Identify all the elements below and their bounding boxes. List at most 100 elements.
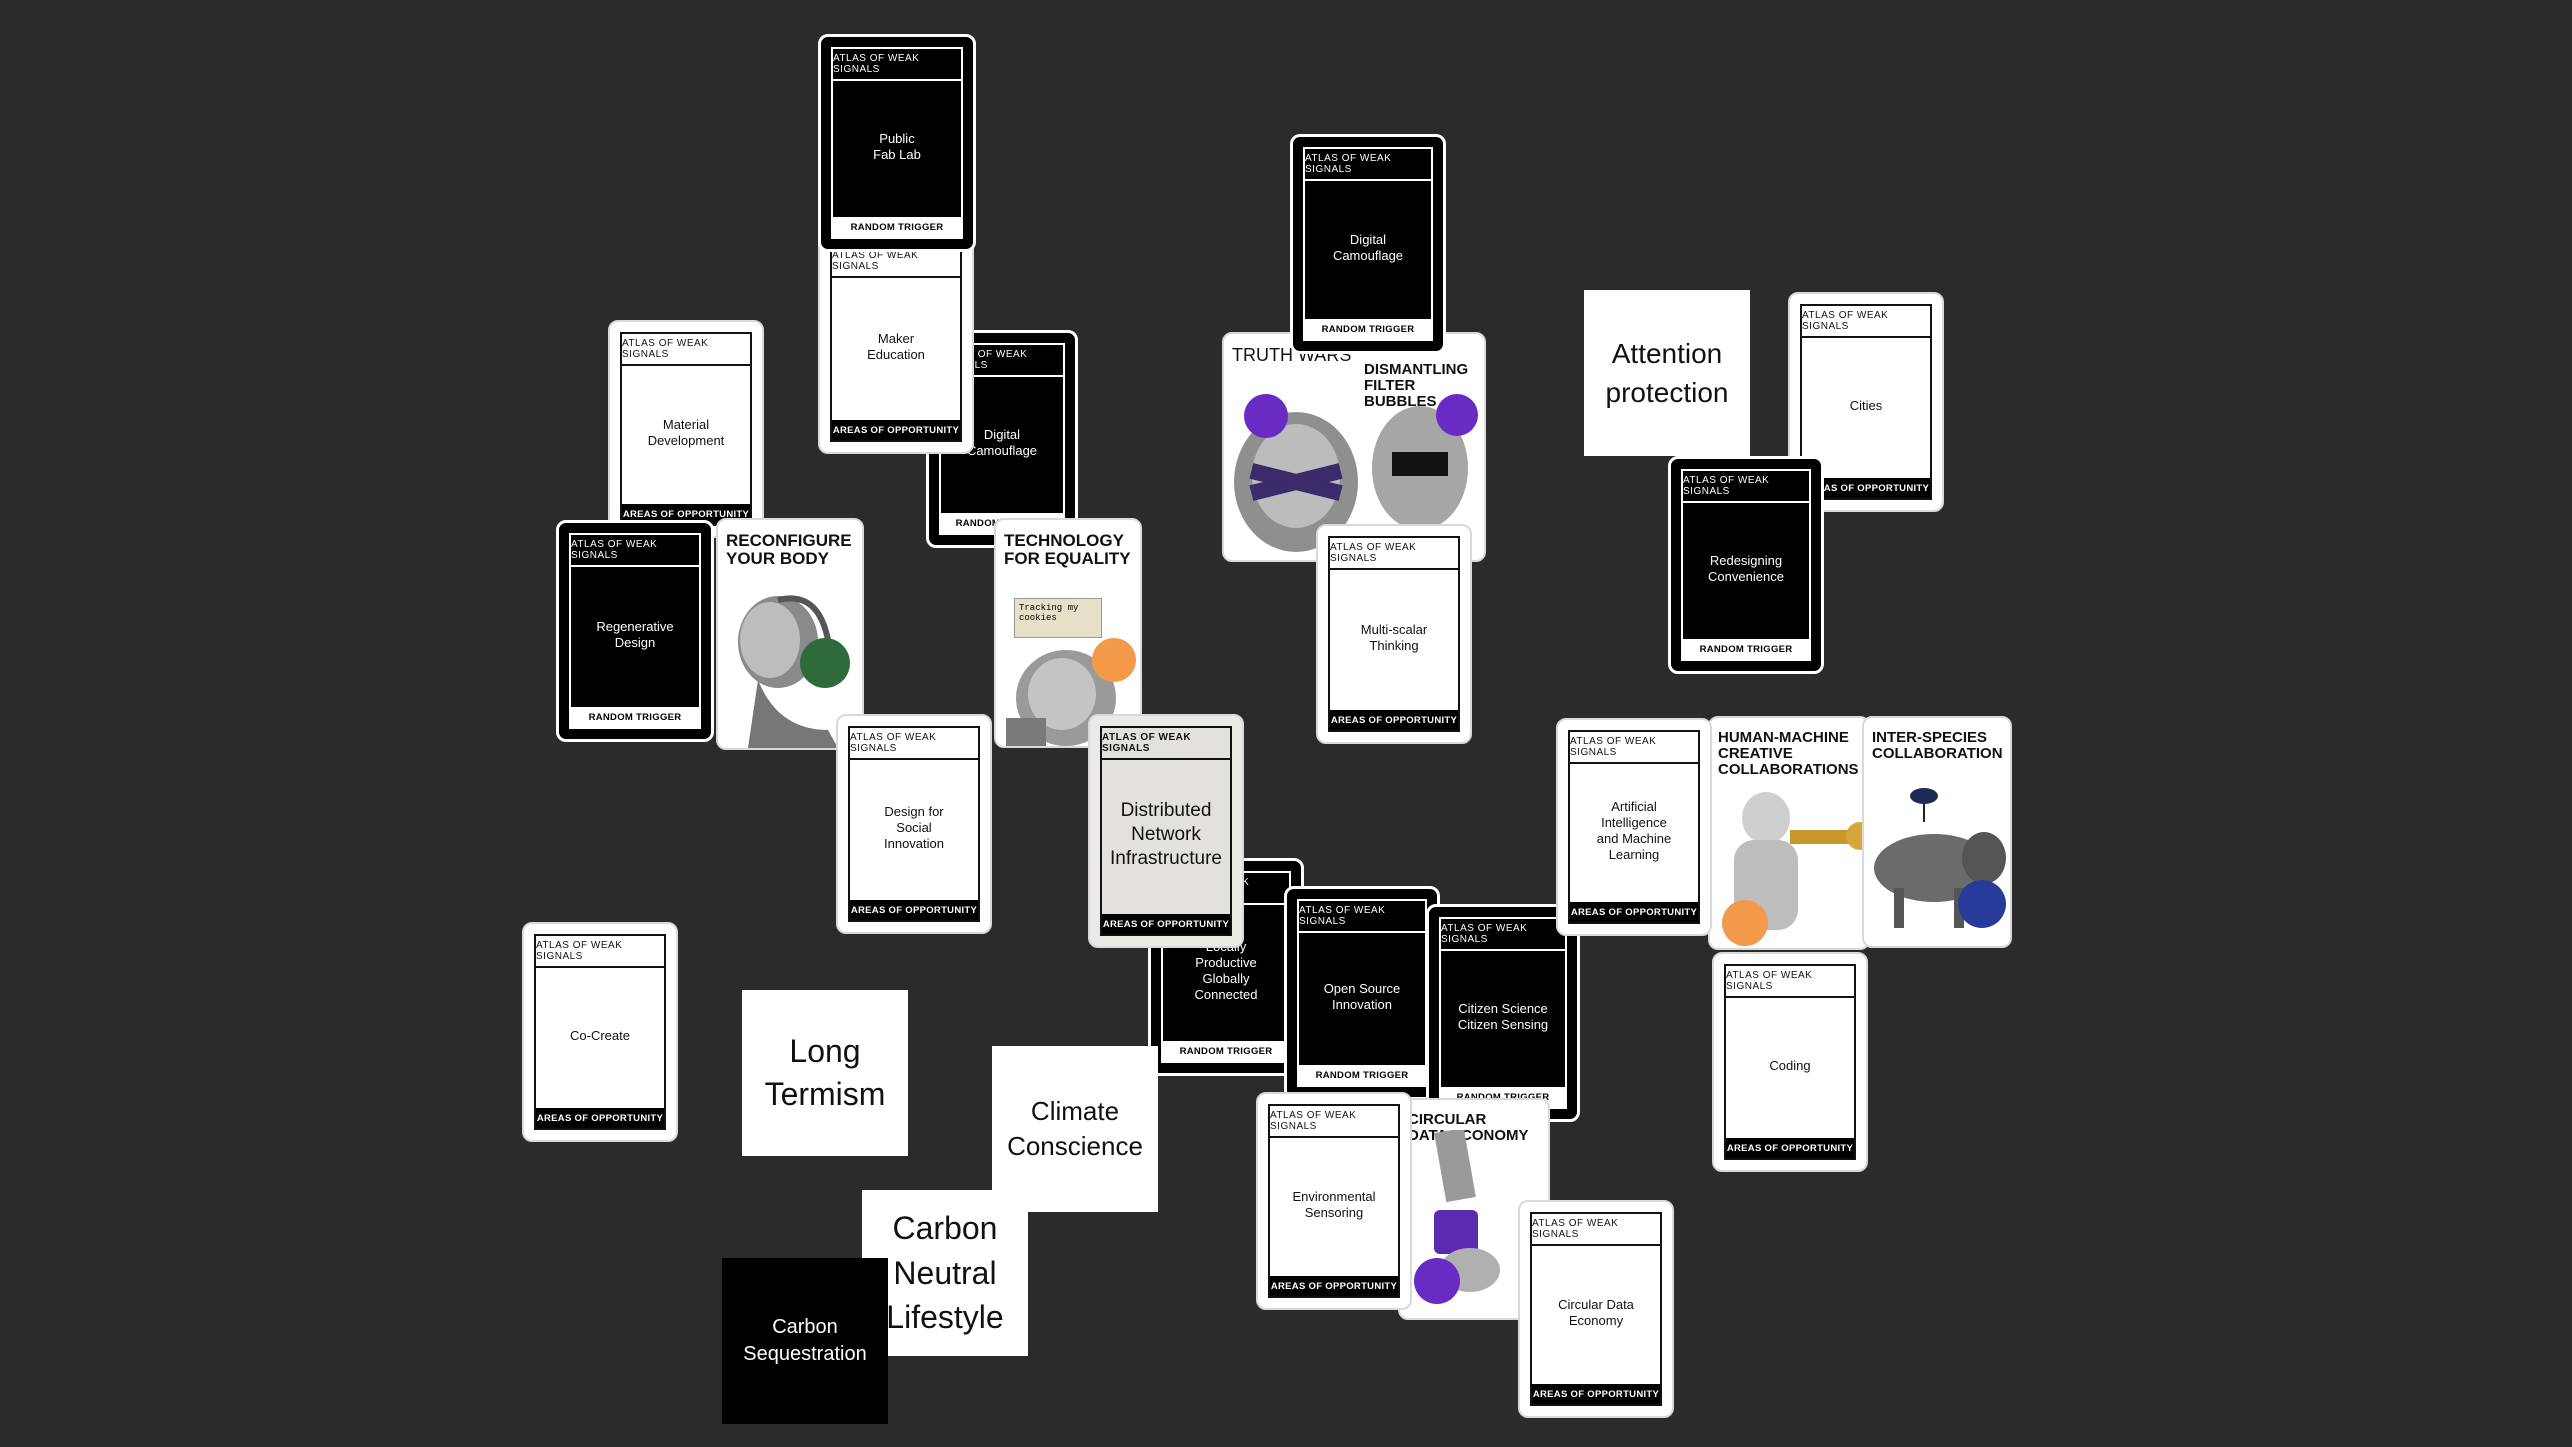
card-circular-data-economy[interactable]: ATLAS OF WEAK SIGNALS Circular Data Econ… xyxy=(1518,1200,1674,1418)
card-title: Environmental Sensoring xyxy=(1292,1188,1376,1220)
cookie-popup: Tracking my cookies xyxy=(1014,598,1102,638)
card-footer: RANDOM TRIGGER xyxy=(1305,319,1431,339)
card-header: ATLAS OF WEAK SIGNALS xyxy=(1102,728,1230,760)
card-public-fab-lab[interactable]: ATLAS OF WEAK SIGNALS Public Fab Lab RAN… xyxy=(818,34,976,252)
card-footer: RANDOM TRIGGER xyxy=(1163,1041,1289,1061)
card-open-source-innovation[interactable]: ATLAS OF WEAK SIGNALS Open Source Innova… xyxy=(1284,886,1440,1100)
card-header: ATLAS OF WEAK SIGNALS xyxy=(1532,1214,1660,1246)
card-header: ATLAS OF WEAK SIGNALS xyxy=(1683,471,1809,503)
image-card-caption-filter-bubbles: DISMANTLING FILTER BUBBLES xyxy=(1364,361,1469,410)
card-ai-machine-learning[interactable]: ATLAS OF WEAK SIGNALS Artificial Intelli… xyxy=(1556,718,1712,936)
card-header: ATLAS OF WEAK SIGNALS xyxy=(1570,732,1698,764)
card-coding[interactable]: ATLAS OF WEAK SIGNALS Coding AREAS OF OP… xyxy=(1712,952,1868,1172)
card-footer: AREAS OF OPPORTUNITY xyxy=(1726,1138,1854,1158)
card-footer: AREAS OF OPPORTUNITY xyxy=(832,420,960,440)
card-header: ATLAS OF WEAK SIGNALS xyxy=(832,246,960,278)
card-frame: ATLAS OF WEAK SIGNALS Environmental Sens… xyxy=(1268,1104,1400,1298)
card-title: Coding xyxy=(1769,1057,1811,1073)
purple-badge-icon xyxy=(1414,1258,1460,1304)
image-card-caption: RECONFIGURE YOUR BODY xyxy=(726,531,852,568)
image-card-reconfigure-body[interactable]: RECONFIGURE YOUR BODY xyxy=(716,518,864,750)
blue-badge-icon xyxy=(1958,880,2006,928)
card-footer: AREAS OF OPPORTUNITY xyxy=(1532,1384,1660,1404)
sticky-note-attention-protection[interactable]: Attention protection xyxy=(1584,290,1750,456)
card-frame: ATLAS OF WEAK SIGNALS Redesigning Conven… xyxy=(1681,469,1811,661)
card-frame: ATLAS OF WEAK SIGNALS Public Fab Lab RAN… xyxy=(831,47,963,239)
card-frame: ATLAS OF WEAK SIGNALS Digital Camouflage… xyxy=(1303,147,1433,341)
card-header: ATLAS OF WEAK SIGNALS xyxy=(833,49,961,81)
image-card-inter-species[interactable]: INTER-SPECIES COLLABORATION xyxy=(1862,716,2012,948)
card-title: Cities xyxy=(1849,397,1883,413)
card-footer: RANDOM TRIGGER xyxy=(1299,1065,1425,1085)
card-design-social-innovation[interactable]: ATLAS OF WEAK SIGNALS Design for Social … xyxy=(836,714,992,934)
card-title: Multi-scalar Thinking xyxy=(1360,621,1428,653)
card-frame: ATLAS OF WEAK SIGNALS Open Source Innova… xyxy=(1297,899,1427,1087)
card-footer: AREAS OF OPPORTUNITY xyxy=(1102,914,1230,934)
green-badge-icon xyxy=(800,638,850,688)
card-distributed-network[interactable]: ATLAS OF WEAK SIGNALS Distributed Networ… xyxy=(1088,714,1244,948)
card-footer: RANDOM TRIGGER xyxy=(571,707,699,727)
card-title: Maker Education xyxy=(867,330,925,362)
card-title: Redesigning Convenience xyxy=(1708,552,1784,584)
card-title: Artificial Intelligence and Machine Lear… xyxy=(1596,798,1672,863)
card-digital-camouflage-top[interactable]: ATLAS OF WEAK SIGNALS Digital Camouflage… xyxy=(1290,134,1446,354)
image-card-caption: TECHNOLOGY FOR EQUALITY xyxy=(1004,531,1131,568)
card-title: Open Source Innovation xyxy=(1323,980,1401,1012)
card-footer: AREAS OF OPPORTUNITY xyxy=(850,900,978,920)
card-header: ATLAS OF WEAK SIGNALS xyxy=(1726,966,1854,998)
card-footer: AREAS OF OPPORTUNITY xyxy=(536,1108,664,1128)
card-frame: ATLAS OF WEAK SIGNALS Citizen Science Ci… xyxy=(1439,917,1567,1109)
card-title: Material Development xyxy=(647,416,725,448)
sticky-note-long-termism[interactable]: Long Termism xyxy=(742,990,908,1156)
card-co-create[interactable]: ATLAS OF WEAK SIGNALS Co-Create AREAS OF… xyxy=(522,922,678,1142)
card-title: Digital Camouflage xyxy=(1332,231,1404,263)
card-citizen-science[interactable]: ATLAS OF WEAK SIGNALS Citizen Science Ci… xyxy=(1426,904,1580,1122)
image-card-caption: INTER-SPECIES COLLABORATION xyxy=(1872,729,2003,762)
orange-badge-icon xyxy=(1722,900,1768,946)
card-title: Citizen Science Citizen Sensing xyxy=(1457,1000,1549,1032)
card-environmental-sensoring[interactable]: ATLAS OF WEAK SIGNALS Environmental Sens… xyxy=(1256,1092,1412,1310)
card-title: Public Fab Lab xyxy=(873,130,921,162)
card-footer: RANDOM TRIGGER xyxy=(833,217,961,237)
card-frame: ATLAS OF WEAK SIGNALS Co-Create AREAS OF… xyxy=(534,934,666,1130)
card-frame: ATLAS OF WEAK SIGNALS Maker Education AR… xyxy=(830,244,962,442)
card-footer: AREAS OF OPPORTUNITY xyxy=(1270,1276,1398,1296)
card-frame: ATLAS OF WEAK SIGNALS Distributed Networ… xyxy=(1100,726,1232,936)
card-frame: ATLAS OF WEAK SIGNALS Design for Social … xyxy=(848,726,980,922)
orange-badge-icon xyxy=(1092,638,1136,682)
card-regenerative-design[interactable]: ATLAS OF WEAK SIGNALS Regenerative Desig… xyxy=(556,520,714,742)
card-multi-scalar-thinking[interactable]: ATLAS OF WEAK SIGNALS Multi-scalar Think… xyxy=(1316,524,1472,744)
sticky-note-climate-conscience[interactable]: Climate Conscience xyxy=(992,1046,1158,1212)
card-maker-education[interactable]: ATLAS OF WEAK SIGNALS Maker Education AR… xyxy=(818,232,974,454)
purple-badge-icon xyxy=(1436,394,1478,436)
head-sculpture-illustration xyxy=(738,595,838,748)
sticky-note-carbon-neutral-lifestyle[interactable]: Carbon Neutral Lifestyle xyxy=(862,1190,1028,1356)
card-header: ATLAS OF WEAK SIGNALS xyxy=(1802,306,1930,338)
card-frame: ATLAS OF WEAK SIGNALS Multi-scalar Think… xyxy=(1328,536,1460,732)
card-footer: AREAS OF OPPORTUNITY xyxy=(1802,478,1930,498)
card-header: ATLAS OF WEAK SIGNALS xyxy=(850,728,978,760)
card-material-development[interactable]: ATLAS OF WEAK SIGNALS Material Developme… xyxy=(608,320,764,538)
card-header: ATLAS OF WEAK SIGNALS xyxy=(536,936,664,968)
card-header: ATLAS OF WEAK SIGNALS xyxy=(1305,149,1431,181)
card-frame: ATLAS OF WEAK SIGNALS Circular Data Econ… xyxy=(1530,1212,1662,1406)
card-header: ATLAS OF WEAK SIGNALS xyxy=(622,334,750,366)
card-footer: AREAS OF OPPORTUNITY xyxy=(1330,710,1458,730)
card-title: Circular Data Economy xyxy=(1558,1296,1634,1328)
card-frame: ATLAS OF WEAK SIGNALS Material Developme… xyxy=(620,332,752,526)
card-header: ATLAS OF WEAK SIGNALS xyxy=(1299,901,1425,933)
image-card-human-machine[interactable]: HUMAN-MACHINE CREATIVE COLLABORATIONS xyxy=(1708,716,1870,950)
card-title: Co-Create xyxy=(570,1027,630,1043)
card-footer: RANDOM TRIGGER xyxy=(1683,639,1809,659)
purple-badge-icon xyxy=(1244,394,1288,438)
sticky-note-carbon-sequestration[interactable]: Carbon Sequestration xyxy=(722,1258,888,1424)
collage-photo xyxy=(1234,406,1468,552)
image-card-technology-equality[interactable]: TECHNOLOGY FOR EQUALITY Tracking my cook… xyxy=(994,518,1142,748)
card-redesigning-convenience[interactable]: ATLAS OF WEAK SIGNALS Redesigning Conven… xyxy=(1668,456,1824,674)
card-header: ATLAS OF WEAK SIGNALS xyxy=(1270,1106,1398,1138)
card-header: ATLAS OF WEAK SIGNALS xyxy=(571,535,699,567)
card-header: ATLAS OF WEAK SIGNALS xyxy=(1330,538,1458,570)
image-card-caption: HUMAN-MACHINE CREATIVE COLLABORATIONS xyxy=(1718,729,1859,778)
card-frame: ATLAS OF WEAK SIGNALS Artificial Intelli… xyxy=(1568,730,1700,924)
image-card-caption: CIRCULAR DATA ECONOMY xyxy=(1408,1111,1529,1144)
